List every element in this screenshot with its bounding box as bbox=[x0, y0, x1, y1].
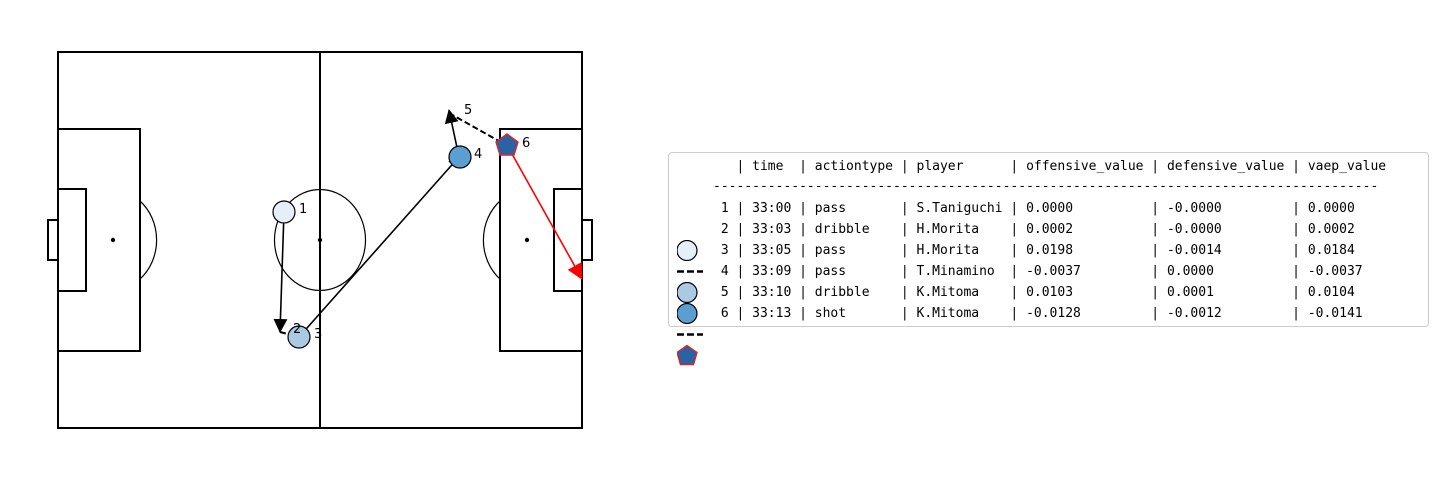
right-penalty-spot bbox=[524, 237, 530, 243]
action-3-marker bbox=[287, 325, 311, 349]
right-goal bbox=[581, 219, 593, 261]
legend-row-text: 5 | 33:10 | dribble | K.Mitoma | 0.0103 … bbox=[713, 285, 1355, 300]
legend-header-row: | time | actiontype | player | offensive… bbox=[669, 156, 1386, 177]
left-penalty-arc bbox=[139, 200, 158, 280]
circle-marker-icon bbox=[677, 198, 705, 261]
legend-header: | time | actiontype | player | offensive… bbox=[713, 159, 1387, 174]
right-goal-area bbox=[553, 188, 583, 292]
legend-row-text: 6 | 33:13 | shot | K.Mitoma | -0.0128 | … bbox=[713, 306, 1363, 321]
action-3-label: 3 bbox=[314, 327, 322, 342]
right-penalty-area bbox=[499, 128, 583, 352]
action-arrows bbox=[273, 109, 583, 338]
legend-row-6: 6 | 33:13 | shot | K.Mitoma | -0.0128 | … bbox=[669, 303, 1363, 366]
circle-marker-icon bbox=[677, 261, 705, 324]
action-2-label: 2 bbox=[293, 322, 301, 337]
left-goal bbox=[47, 219, 59, 261]
action-6-marker bbox=[495, 133, 519, 156]
action-1-marker bbox=[272, 200, 296, 224]
center-circle bbox=[273, 188, 367, 292]
legend-row-4: 4 | 33:09 | pass | T.Minamino | -0.0037 … bbox=[669, 261, 1363, 324]
left-penalty-area bbox=[57, 128, 141, 352]
legend-row-text: 1 | 33:00 | pass | S.Taniguchi | 0.0000 … bbox=[713, 201, 1355, 216]
action-4-marker bbox=[448, 145, 472, 169]
legend-row-3: 3 | 33:05 | pass | H.Morita | 0.0198 | -… bbox=[669, 240, 1355, 303]
action-1-label: 1 bbox=[299, 202, 307, 217]
legend-row-5: 5 | 33:10 | dribble | K.Mitoma | 0.0103 … bbox=[669, 282, 1355, 336]
action-4-label: 4 bbox=[474, 147, 482, 162]
pitch-markings bbox=[47, 51, 593, 429]
action-markers bbox=[272, 133, 519, 349]
soccer-pitch: 1 2 3 4 5 6 bbox=[47, 51, 593, 429]
action-legend-table: | time | actiontype | player | offensive… bbox=[668, 152, 1429, 366]
legend-separator-row: ----------------------------------------… bbox=[669, 176, 1378, 197]
left-goal-area bbox=[57, 188, 87, 292]
action-1-pass-arrow bbox=[273, 211, 288, 333]
action-5-label: 5 bbox=[464, 103, 472, 118]
action-number-labels: 1 2 3 4 5 6 bbox=[293, 103, 530, 342]
left-penalty-spot bbox=[110, 237, 116, 243]
legend-row-1: 1 | 33:00 | pass | S.Taniguchi | 0.0000 … bbox=[669, 198, 1355, 261]
pentagon-marker-icon bbox=[677, 303, 705, 366]
action-3-pass-arrow bbox=[298, 157, 459, 338]
dashed-line-icon bbox=[677, 219, 705, 273]
legend-row-text: 4 | 33:09 | pass | T.Minamino | -0.0037 … bbox=[713, 264, 1363, 279]
center-spot bbox=[317, 237, 323, 243]
dashed-line-icon bbox=[677, 282, 705, 336]
legend-separator: ----------------------------------------… bbox=[713, 179, 1379, 194]
action-6-shot-arrow bbox=[506, 144, 583, 280]
circle-marker-icon bbox=[677, 240, 705, 303]
action-5-dribble-line bbox=[448, 112, 507, 146]
legend-row-text: 3 | 33:05 | pass | H.Morita | 0.0198 | -… bbox=[713, 243, 1355, 258]
legend-row-text: 2 | 33:03 | dribble | H.Morita | 0.0002 … bbox=[713, 222, 1355, 237]
legend-row-2: 2 | 33:03 | dribble | H.Morita | 0.0002 … bbox=[669, 219, 1355, 273]
action-6-label: 6 bbox=[522, 136, 530, 151]
right-penalty-arc bbox=[482, 200, 501, 280]
